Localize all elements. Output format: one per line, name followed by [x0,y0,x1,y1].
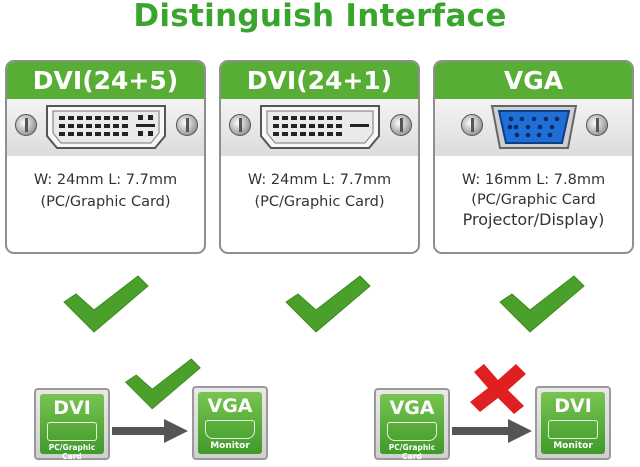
arrow-right-icon [452,419,532,443]
check-icon [499,275,585,333]
box-sub: PC/Graphic Card [48,443,96,461]
card-title: DVI(24+5) [7,62,204,99]
card-dvi-24-1: DVI(24+1) W: 24mm L: 7.7mm (PC/Graphic C… [219,60,420,254]
card-usage: (PC/Graphic Card) [40,194,171,210]
vga-connector-icon [435,99,632,156]
card-dimensions: W: 24mm L: 7.7mm [33,172,178,188]
dvi-port-icon [47,422,97,441]
check-icon [63,275,149,333]
vga-port-icon [205,420,255,439]
card-usage: (PC/Graphic Card [471,192,596,208]
box-sub: Monitor [553,441,593,451]
box-label: DVI [554,395,592,417]
dvi-24-5-connector-icon [7,99,204,156]
card-dimensions: W: 24mm L: 7.7mm [247,172,392,188]
arrow-right-icon [112,419,188,443]
card-title: VGA [435,62,632,99]
box-label: VGA [389,397,435,419]
vga-port-icon [490,105,578,149]
cross-icon [470,364,526,414]
screw-icon [176,114,198,136]
page-title: Distinguish Interface [133,0,507,34]
screw-icon [586,114,608,136]
dvi-port-icon [260,105,380,149]
screw-icon [229,114,251,136]
check-icon [285,275,371,333]
check-icon [124,358,201,410]
dvi-port-icon [46,105,166,149]
dvi-24-1-connector-icon [221,99,418,156]
box-label: VGA [207,395,253,417]
box-sub: PC/Graphic Card [388,443,436,461]
card-vga: VGA W: 16mm L: 7.8mm (PC/Graphic Card Pr… [433,60,634,254]
screw-icon [461,114,483,136]
dvi-port-icon [548,420,598,439]
card-usage-extra: Projector/Display) [462,210,605,229]
box-sub: Monitor [210,441,250,451]
vga-port-icon [387,422,437,441]
screw-icon [390,114,412,136]
card-title: DVI(24+1) [221,62,418,99]
vga-source-box: VGA PC/Graphic Card [374,388,450,461]
card-usage: (PC/Graphic Card) [254,194,385,210]
card-dvi-24-5: DVI(24+5) W: 24mm L: 7.7mm (PC/Graphic C… [5,60,206,254]
dvi-source-box: DVI PC/Graphic Card [34,388,110,461]
screw-icon [15,114,37,136]
dvi-target-box: DVI Monitor [535,386,611,460]
box-label: DVI [53,397,91,419]
vga-target-box: VGA Monitor [192,386,268,460]
card-dimensions: W: 16mm L: 7.8mm [461,172,606,188]
